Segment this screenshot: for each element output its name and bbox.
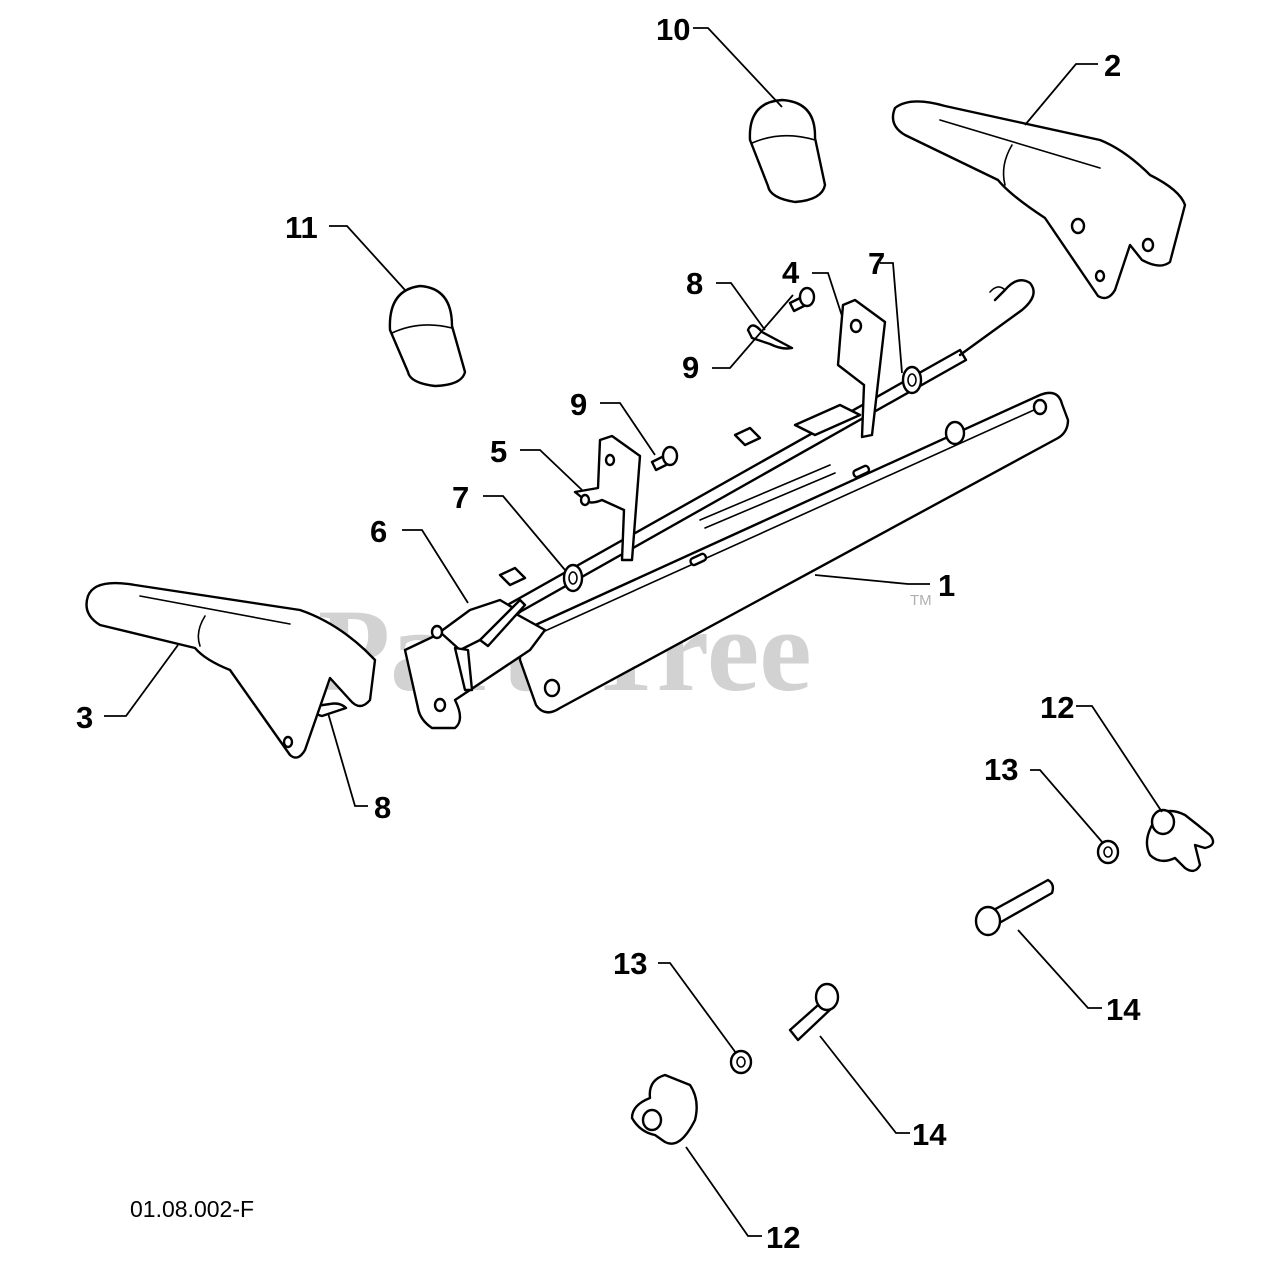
main-bracket: [518, 391, 1070, 714]
carriage-bolt-14-right: [974, 878, 1055, 937]
spacer-7-right: [901, 365, 923, 395]
callout-6: 6: [370, 514, 387, 549]
washer-13-right: [1096, 839, 1120, 865]
star-knob-12-left: [630, 1073, 698, 1145]
cotter-pin-8-upper: [746, 324, 794, 350]
washer-13-left: [729, 1049, 753, 1075]
callout-7-left: 7: [452, 480, 469, 515]
callout-2: 2: [1104, 48, 1121, 83]
bolt-9-upper: [788, 286, 816, 313]
callout-4: 4: [782, 255, 800, 290]
knob-11: [388, 284, 467, 388]
callout-12-right: 12: [1040, 690, 1074, 725]
callout-7-right: 7: [868, 246, 885, 281]
callout-9-upper: 9: [682, 350, 699, 385]
lever-3: [85, 581, 377, 759]
trademark: TM: [910, 592, 932, 609]
callout-8-lower: 8: [374, 790, 391, 825]
callout-10: 10: [656, 12, 690, 47]
star-knob-12-right: [1145, 808, 1215, 873]
callout-14-right: 14: [1106, 992, 1141, 1027]
rod-tab-2: [733, 426, 762, 447]
spacer-7-left: [562, 563, 584, 593]
callout-12-left: 12: [766, 1220, 800, 1255]
callout-13-right: 13: [984, 752, 1018, 787]
callout-13-left: 13: [613, 946, 647, 981]
rod-tab-1: [498, 566, 527, 587]
bolt-9-lower: [650, 445, 679, 472]
callout-11: 11: [285, 210, 318, 245]
callout-3: 3: [76, 700, 93, 735]
leader-lines: [104, 27, 1163, 1237]
callout-5: 5: [490, 434, 507, 469]
callout-14-left: 14: [912, 1117, 947, 1152]
lever-2: [891, 100, 1187, 300]
drawing-code: 01.08.002-F: [130, 1196, 254, 1222]
linkage-6: [430, 598, 527, 692]
knob-10: [748, 98, 827, 204]
callout-9-lower: 9: [570, 387, 587, 422]
lever-bracket-4: [793, 298, 887, 439]
carriage-bolt-14-left: [788, 982, 840, 1042]
callout-8-upper: 8: [686, 266, 703, 301]
lever-bracket-5: [573, 434, 642, 562]
callout-1: 1: [938, 568, 955, 603]
